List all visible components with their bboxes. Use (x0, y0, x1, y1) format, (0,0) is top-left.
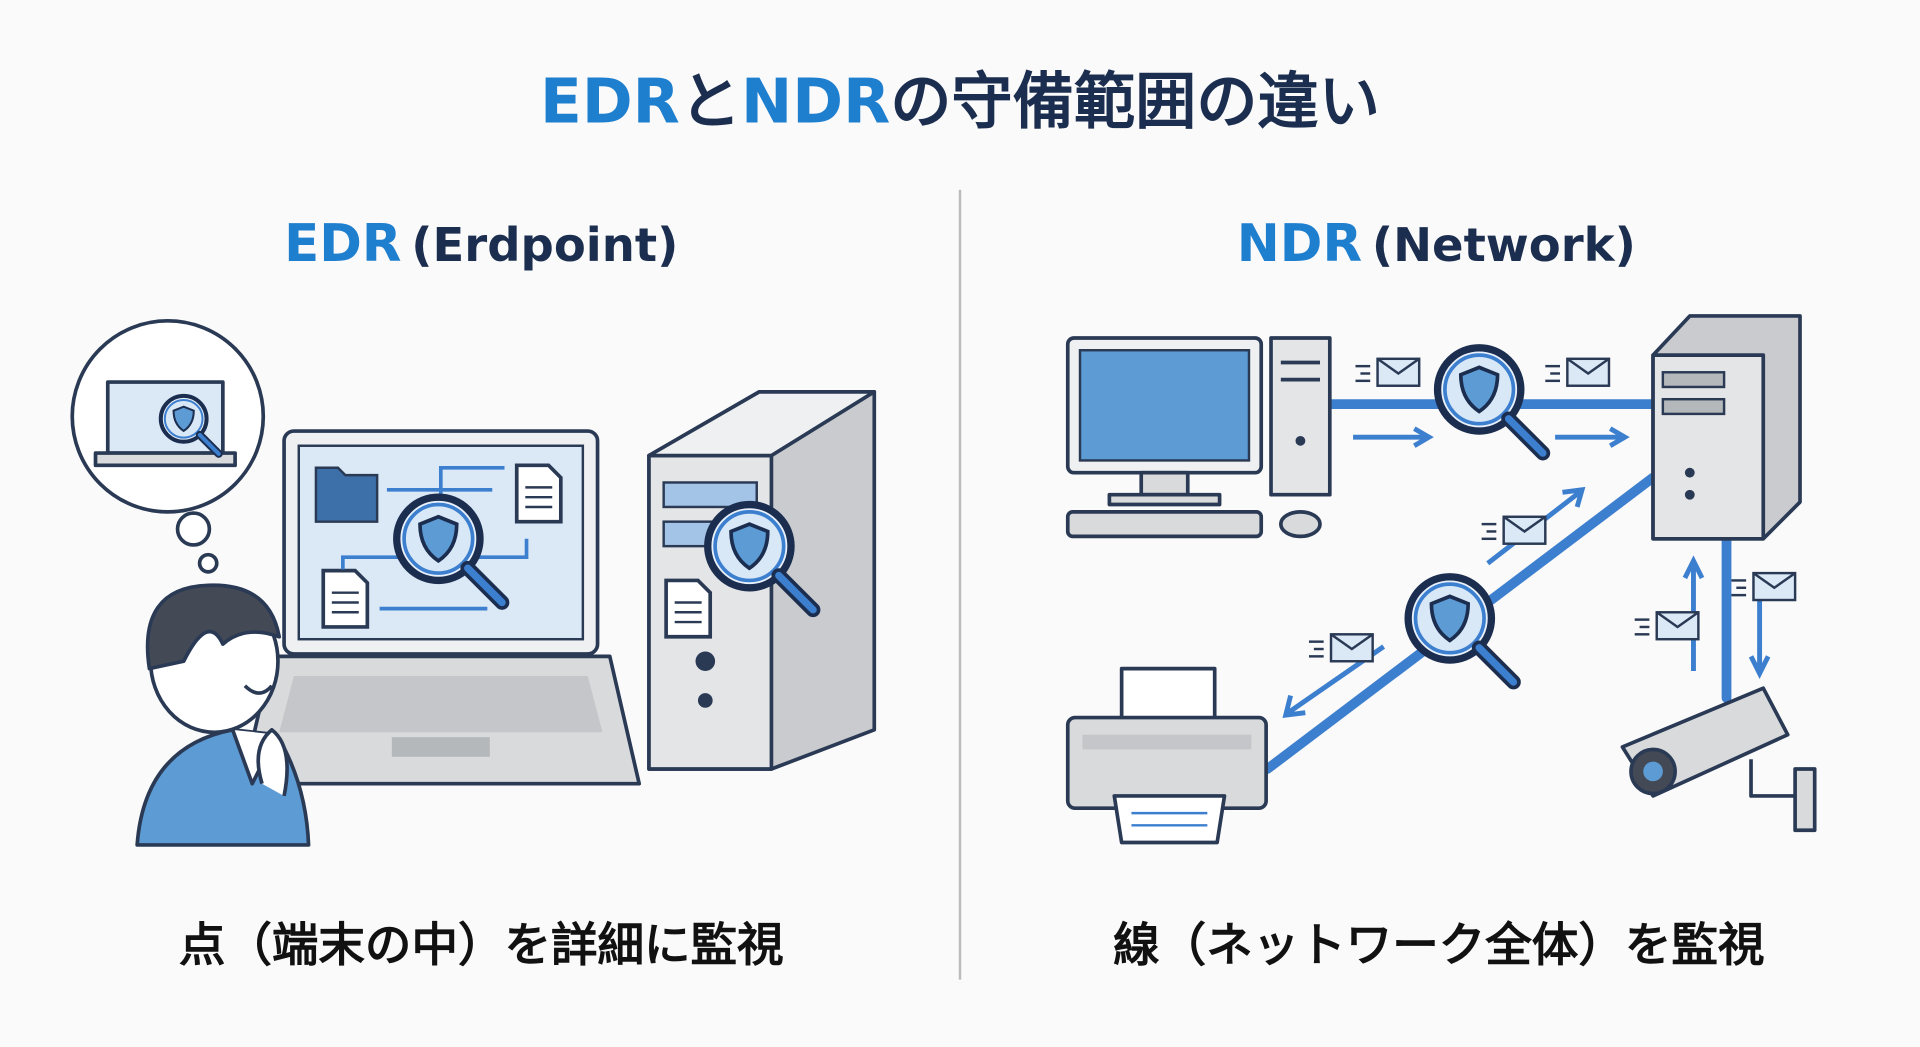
edr-illustration (70, 319, 877, 847)
security-camera-icon (1620, 686, 1817, 833)
laptop-icon (240, 429, 642, 786)
flow-arrows (1282, 426, 1771, 719)
desktop-tower-icon (647, 390, 877, 771)
edr-caption: 点（端末の中）を詳細に監視 (179, 918, 784, 972)
edr-heading: EDR(Erdpoint) (284, 214, 678, 274)
desktop-computer-icon (1065, 336, 1332, 539)
thought-bubble-icon (70, 319, 266, 574)
page-title: EDRとNDRの守備範囲の違い (540, 66, 1380, 137)
server-icon (1651, 314, 1802, 541)
printer-icon (1065, 666, 1268, 845)
ndr-illustration (1065, 314, 1817, 845)
ndr-heading: NDR(Network) (1237, 214, 1636, 274)
person-icon (135, 583, 311, 847)
ndr-caption: 線（ネットワーク全体）を監視 (1113, 918, 1764, 972)
